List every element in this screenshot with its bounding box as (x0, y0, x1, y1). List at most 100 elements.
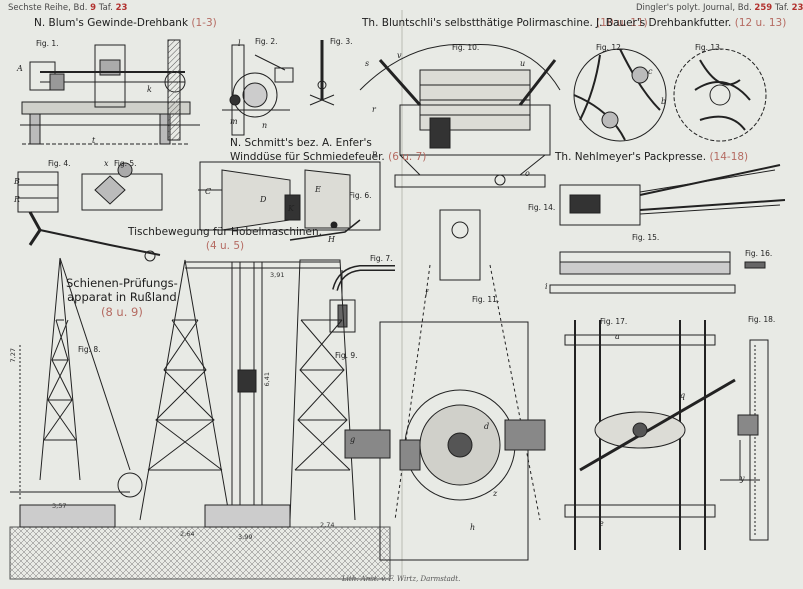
schienen-figs: (8 u. 9) (100, 304, 143, 319)
dimension-label: 6,41 (262, 372, 271, 387)
section-title-bluntschli: Th. Bluntschli's selbstthätige Polirmasc… (362, 18, 648, 29)
letter-label: z (493, 489, 498, 498)
fig-7-drawing (329, 265, 395, 333)
section-title-tisch: Tischbewegung für Hobelmaschinen. (4 u. … (128, 226, 322, 253)
fig-1-lathe-drawing (20, 39, 200, 145)
fig-2-drawing (222, 44, 294, 136)
letter-label: x (104, 159, 109, 168)
dimension-label: 3,57 (52, 502, 67, 510)
letter-label: m (230, 117, 238, 126)
schienen-line1: Schienen-Prüfungs- (66, 276, 178, 290)
letter-label: u (520, 59, 526, 68)
letter-label: a (615, 332, 620, 341)
fig-16-label: Fig. 16. (745, 249, 773, 258)
fig-14-label: Fig. 14. (528, 203, 556, 212)
section-title-nehlmeyer: Th. Nehlmeyer's Packpresse. (14-18) (555, 152, 748, 163)
tisch-figs: (4 u. 5) (205, 239, 245, 252)
letter-label: H (328, 235, 335, 244)
schmitt-title-line2: Winddüse für Schmiedefeuer. (230, 151, 385, 164)
section-title-bauer: J. Bauer's Drehbankfutter. (12 u. 13) (596, 18, 786, 29)
fig-10-drawing (359, 44, 561, 188)
schmitt-figs: (6 u. 7) (388, 151, 427, 164)
tisch-title: Tischbewegung für Hobelmaschinen. (128, 226, 323, 238)
bauer-figs: (12 u. 13) (734, 17, 787, 29)
letter-label: v (397, 51, 402, 60)
fig-12-13-drawing (573, 48, 767, 142)
letter-label: l (238, 39, 241, 48)
fig-6-drawing (198, 161, 381, 241)
section-title-schienen: Schienen-Prüfungs- apparat in Rußland (8… (66, 276, 178, 319)
letter-label: E (315, 185, 321, 194)
fig-8-label: Fig. 8. (78, 345, 101, 354)
letter-label: o (525, 169, 530, 178)
fig-4-5-drawing (17, 162, 163, 262)
fig-7-label: Fig. 7. (370, 254, 393, 263)
header-journal-taf-label: Taf. (774, 3, 789, 13)
letter-label: C (205, 187, 212, 196)
letter-label: q (680, 391, 686, 400)
section-title-schmitt: N. Schmitt's bez. A. Enfer's Winddüse fü… (230, 136, 426, 164)
letter-label: f (425, 289, 428, 298)
fig-2-label: Fig. 2. (255, 37, 278, 46)
nehlmeyer-title: Th. Nehlmeyer's Packpresse. (555, 151, 707, 163)
fig-11-drawing (344, 209, 546, 561)
letter-label: g (350, 435, 356, 444)
letter-label: b (661, 97, 667, 106)
lithographer-credit: Lith. Anst. v. F. Wirtz, Darmstadt. (342, 575, 461, 583)
fig-8-towers-drawing (9, 257, 391, 580)
header-taf-number: 23 (115, 3, 128, 13)
dimension-label: 3,99 (238, 533, 253, 541)
nehlmeyer-figs: (14-18) (709, 151, 749, 163)
letter-label: K (288, 204, 294, 213)
letter-label: n (262, 121, 268, 130)
fig-11-label: Fig. 11. (472, 295, 500, 304)
dimension-label: 3,91 (270, 271, 285, 279)
letter-label: D (260, 195, 267, 204)
fig-17-label: Fig. 17. (600, 317, 628, 326)
letter-label: t (92, 136, 96, 145)
header-journal: Dingler's polyt. Journal, Bd. (636, 3, 752, 13)
letter-label: y (740, 474, 745, 483)
blum-title: N. Blum's Gewinde-Drehbank (34, 17, 189, 29)
letter-label: p (372, 149, 378, 158)
fig-10-label: Fig. 10. (452, 43, 480, 52)
letter-label: d (484, 422, 490, 431)
fig-14-drawing (559, 164, 786, 226)
letter-label: R (14, 195, 21, 204)
fig-9-label: Fig. 9. (335, 351, 358, 360)
dimension-label: 2,74 (320, 521, 335, 529)
header-taf-label: Taf. (98, 3, 113, 13)
header-volume: 9 (90, 3, 97, 13)
fig-18-drawing (720, 339, 769, 541)
letter-label: s (365, 59, 370, 68)
letter-label: r (372, 105, 376, 114)
letter-label: i (545, 282, 548, 291)
bluntschli-figs: (10 u. 11) (596, 17, 648, 29)
dimension-label: 2,64 (180, 530, 195, 538)
blum-figs: (1-3) (191, 17, 217, 29)
fig-1-label: Fig. 1. (36, 39, 59, 48)
schmitt-title-line1: N. Schmitt's bez. A. Enfer's (230, 137, 372, 149)
letter-label: k (147, 85, 152, 94)
fig-15-16-drawing (549, 251, 766, 294)
fig-3-drawing (309, 40, 335, 106)
fig-4-label: Fig. 4. (48, 159, 71, 168)
bluntschli-title: Th. Bluntschli's selbstthätige Polirmasc… (362, 17, 593, 29)
header-journal-volume: 259 (754, 3, 773, 13)
header-right: Dingler's polyt. Journal, Bd. 259 Taf. 2… (636, 4, 803, 13)
fig-13-label: Fig. 13. (695, 43, 723, 52)
fig-6-label: Fig. 6. (349, 191, 372, 200)
header-series: Sechste Reihe, Bd. (8, 3, 88, 13)
fig-5-label: Fig. 5. (114, 159, 137, 168)
dimension-label: 7,27 (8, 348, 17, 363)
schienen-line2: apparat in Rußland (67, 290, 177, 305)
letter-label: h (470, 523, 476, 532)
fig-18-label: Fig. 18. (748, 315, 776, 324)
fig-15-label: Fig. 15. (632, 233, 660, 242)
letter-label: e (599, 519, 604, 528)
letter-label: B (14, 177, 20, 186)
fig-3-label: Fig. 3. (330, 37, 353, 46)
header-journal-taf-number: 23 (791, 3, 803, 13)
